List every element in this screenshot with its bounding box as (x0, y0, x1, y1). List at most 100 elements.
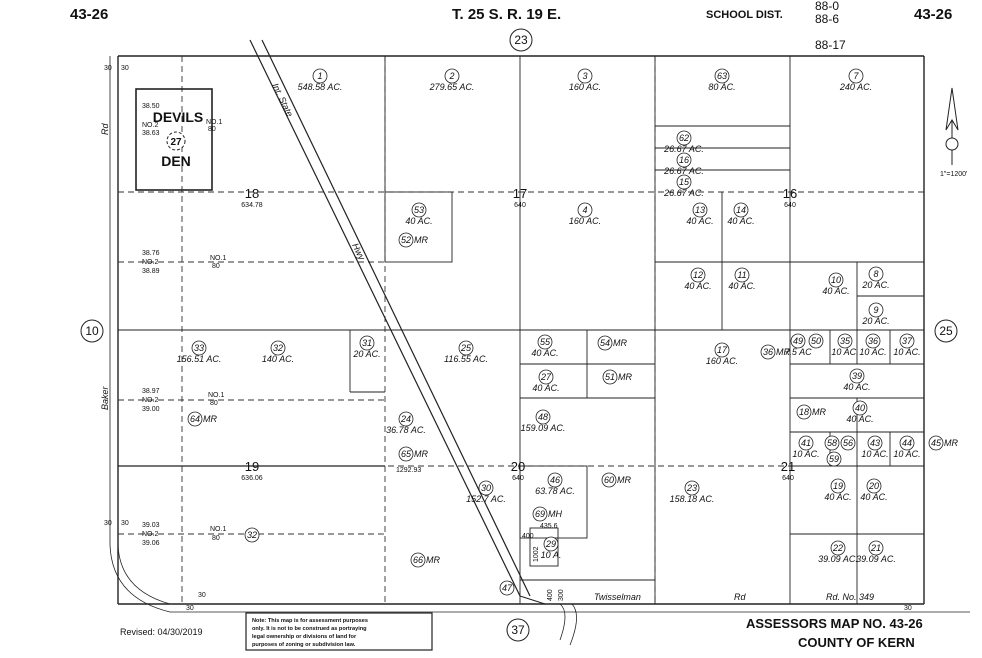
section-acreage-20: 640 (512, 475, 524, 482)
parcel-number-circle (796, 404, 812, 420)
parcel-number: 30 (481, 483, 491, 493)
svg-text:1292.93: 1292.93 (396, 467, 421, 474)
parcel-acreage: 160 AC. (706, 356, 738, 366)
parcel-number-circle (538, 369, 554, 385)
parcel-number: 11 (737, 270, 746, 280)
parcel-number-circle (868, 540, 884, 556)
parcel-number-circle (808, 333, 824, 349)
parcel-number-circle (830, 478, 846, 494)
lot-value: 39.03 (142, 522, 160, 529)
section-acreage-16: 640 (784, 202, 796, 209)
parcel-acreage: MH (548, 509, 562, 519)
parcel-number-circle (411, 202, 427, 218)
parcel-number: 12 (693, 270, 703, 280)
parcel-number: 51 (605, 372, 615, 382)
parcel-number: 65 (401, 449, 412, 459)
svg-text:10: 10 (85, 324, 99, 338)
parcel-acreage: 63.78 AC. (535, 486, 575, 496)
parcel-number-circle (830, 540, 846, 556)
lot-value: NO.1 (210, 255, 226, 262)
parcel-number: 33 (194, 343, 204, 353)
parcel-number-circle (899, 333, 915, 349)
lot-value: 39.06 (142, 540, 160, 547)
parcel-number-circle (499, 580, 515, 596)
parcel-acreage: MR (203, 414, 217, 424)
road-name: Rd (734, 592, 746, 602)
parcel-number-circle (535, 409, 551, 425)
svg-text:only. It is not to be construe: only. It is not to be construed as portr… (252, 626, 367, 632)
parcel-number: 53 (414, 205, 424, 215)
parcel-number: 13 (695, 205, 705, 215)
svg-text:30: 30 (121, 520, 129, 527)
parcel-number: 64 (190, 414, 200, 424)
svg-text:30: 30 (186, 605, 194, 612)
lot-value: NO.2 (142, 122, 158, 129)
parcel-number-circle (824, 435, 840, 451)
parcel-number: 54 (600, 338, 610, 348)
parcel-number: 40 (855, 403, 865, 413)
parcel-lines (118, 56, 924, 604)
parcel-number: 7 (853, 71, 859, 81)
parcel-number: 58 (827, 438, 837, 448)
section-acreage-21: 640 (782, 475, 794, 482)
parcel-acreage: MR (613, 338, 627, 348)
lot-value: 38.50 (142, 103, 160, 110)
parcel-acreage: MR (776, 347, 790, 357)
parcel: 47 (499, 580, 515, 596)
parcel-acreage: 40 AC. (727, 216, 754, 226)
svg-text:300: 300 (558, 589, 565, 601)
parcel-number: 16 (679, 155, 689, 165)
parcel-number: 27 (540, 372, 552, 382)
parcel-number: 20 (868, 481, 879, 491)
parcel-number: 24 (400, 414, 411, 424)
section-number-18: 18 (245, 186, 259, 201)
svg-text:DEVILS: DEVILS (153, 109, 204, 125)
parcel-number: 52 (401, 235, 411, 245)
road-name: Rd (100, 123, 110, 135)
parcel-acreage: 116.55 AC. (444, 354, 488, 364)
township-range: T. 25 S. R. 19 E. (452, 6, 561, 23)
parcel-number-circle (577, 202, 593, 218)
road-name: Baker (100, 385, 110, 410)
parcel-number: 1 (317, 71, 322, 81)
parcel-acreage: 140 AC. (262, 354, 294, 364)
parcel-number-circle (692, 202, 708, 218)
parcel-acreage: MR (812, 407, 826, 417)
parcel-acreage: MR (944, 438, 958, 448)
parcel-number-circle (928, 435, 944, 451)
parcel-acreage: 152.7 AC. (466, 494, 506, 504)
parcel-number-circle (714, 68, 730, 84)
parcel-number-circle (866, 478, 882, 494)
parcel: 32 (244, 527, 260, 543)
parcel-number: 48 (538, 412, 548, 422)
parcel-number-circle (597, 335, 613, 351)
parcel-number: 8 (873, 269, 878, 279)
parcel-acreage: 40 AC. (728, 281, 755, 291)
parcel-acreage: MR (617, 475, 631, 485)
parcel-number-circle (398, 232, 414, 248)
parcel-number: 2 (448, 71, 454, 81)
parcel-number: 32 (247, 530, 257, 540)
lot-value: 38.76 (142, 250, 160, 257)
parcel-acreage: 548.58 AC. (298, 82, 343, 92)
parcel-number-circle (734, 267, 750, 283)
parcel-number: 15 (679, 177, 690, 187)
parcel-number: 59 (829, 454, 839, 464)
lot-value: 80 (210, 400, 218, 407)
section-acreage-18: 634.78 (241, 202, 263, 209)
parcel-acreage: 156.51 AC. (177, 354, 222, 364)
parcel-number-circle (537, 334, 553, 350)
